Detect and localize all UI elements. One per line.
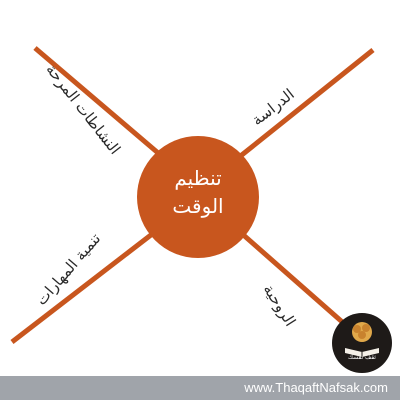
logo-icon [332, 313, 392, 373]
branch-line-top-left [33, 46, 166, 160]
center-title-line2: الوقت [172, 194, 224, 218]
center-title-line1: تنظيم [174, 166, 222, 190]
footer-bar: www.ThaqaftNafsak.com [0, 376, 400, 400]
footer-url[interactable]: www.ThaqaftNafsak.com [244, 380, 388, 395]
site-logo: ثقف نفسك [331, 312, 393, 374]
branch-line-bottom-left [10, 226, 162, 344]
center-title: تنظيم الوقت [143, 164, 253, 220]
logo-text: ثقف نفسك [348, 354, 376, 361]
center-circle [137, 136, 259, 258]
branch-line-top-right [236, 48, 375, 160]
